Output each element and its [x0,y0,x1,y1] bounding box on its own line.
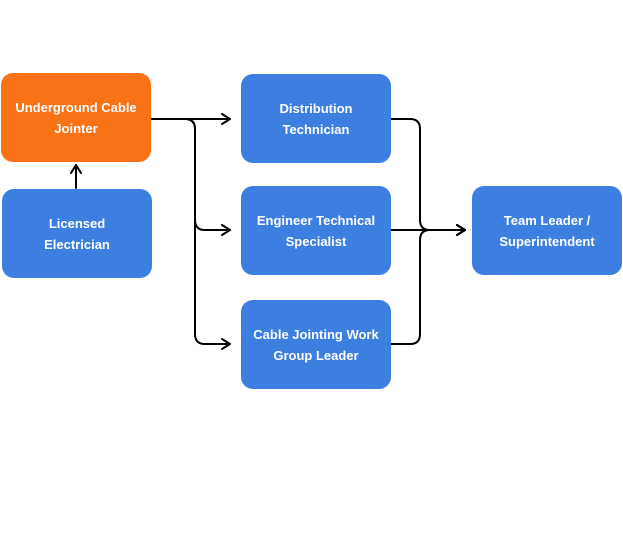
node-label: Licensed Electrician [44,215,110,252]
node-label: Distribution Technician [279,100,353,137]
edge-jointer-to-cable-jointing-leader [150,118,231,350]
edge-distribution-technician-to-team-leader [390,118,466,236]
node-licensed-electrician: Licensed Electrician [2,189,152,278]
edge-cable-jointing-leader-to-team-leader [390,224,466,345]
node-engineer-technical-specialist: Engineer Technical Specialist [241,186,391,275]
node-label: Underground Cable Jointer [15,99,137,136]
node-underground-cable-jointer: Underground Cable Jointer [1,73,151,162]
node-label: Cable Jointing Work Group Leader [253,326,379,363]
node-cable-jointing-work-group-leader: Cable Jointing Work Group Leader [241,300,391,389]
node-distribution-technician: Distribution Technician [241,74,391,163]
node-label: Engineer Technical Specialist [256,212,376,249]
node-label: Team Leader / Superintendent [499,212,595,249]
edge-jointer-to-engineer-technical-specialist [150,118,231,236]
node-team-leader-superintendent: Team Leader / Superintendent [472,186,622,275]
